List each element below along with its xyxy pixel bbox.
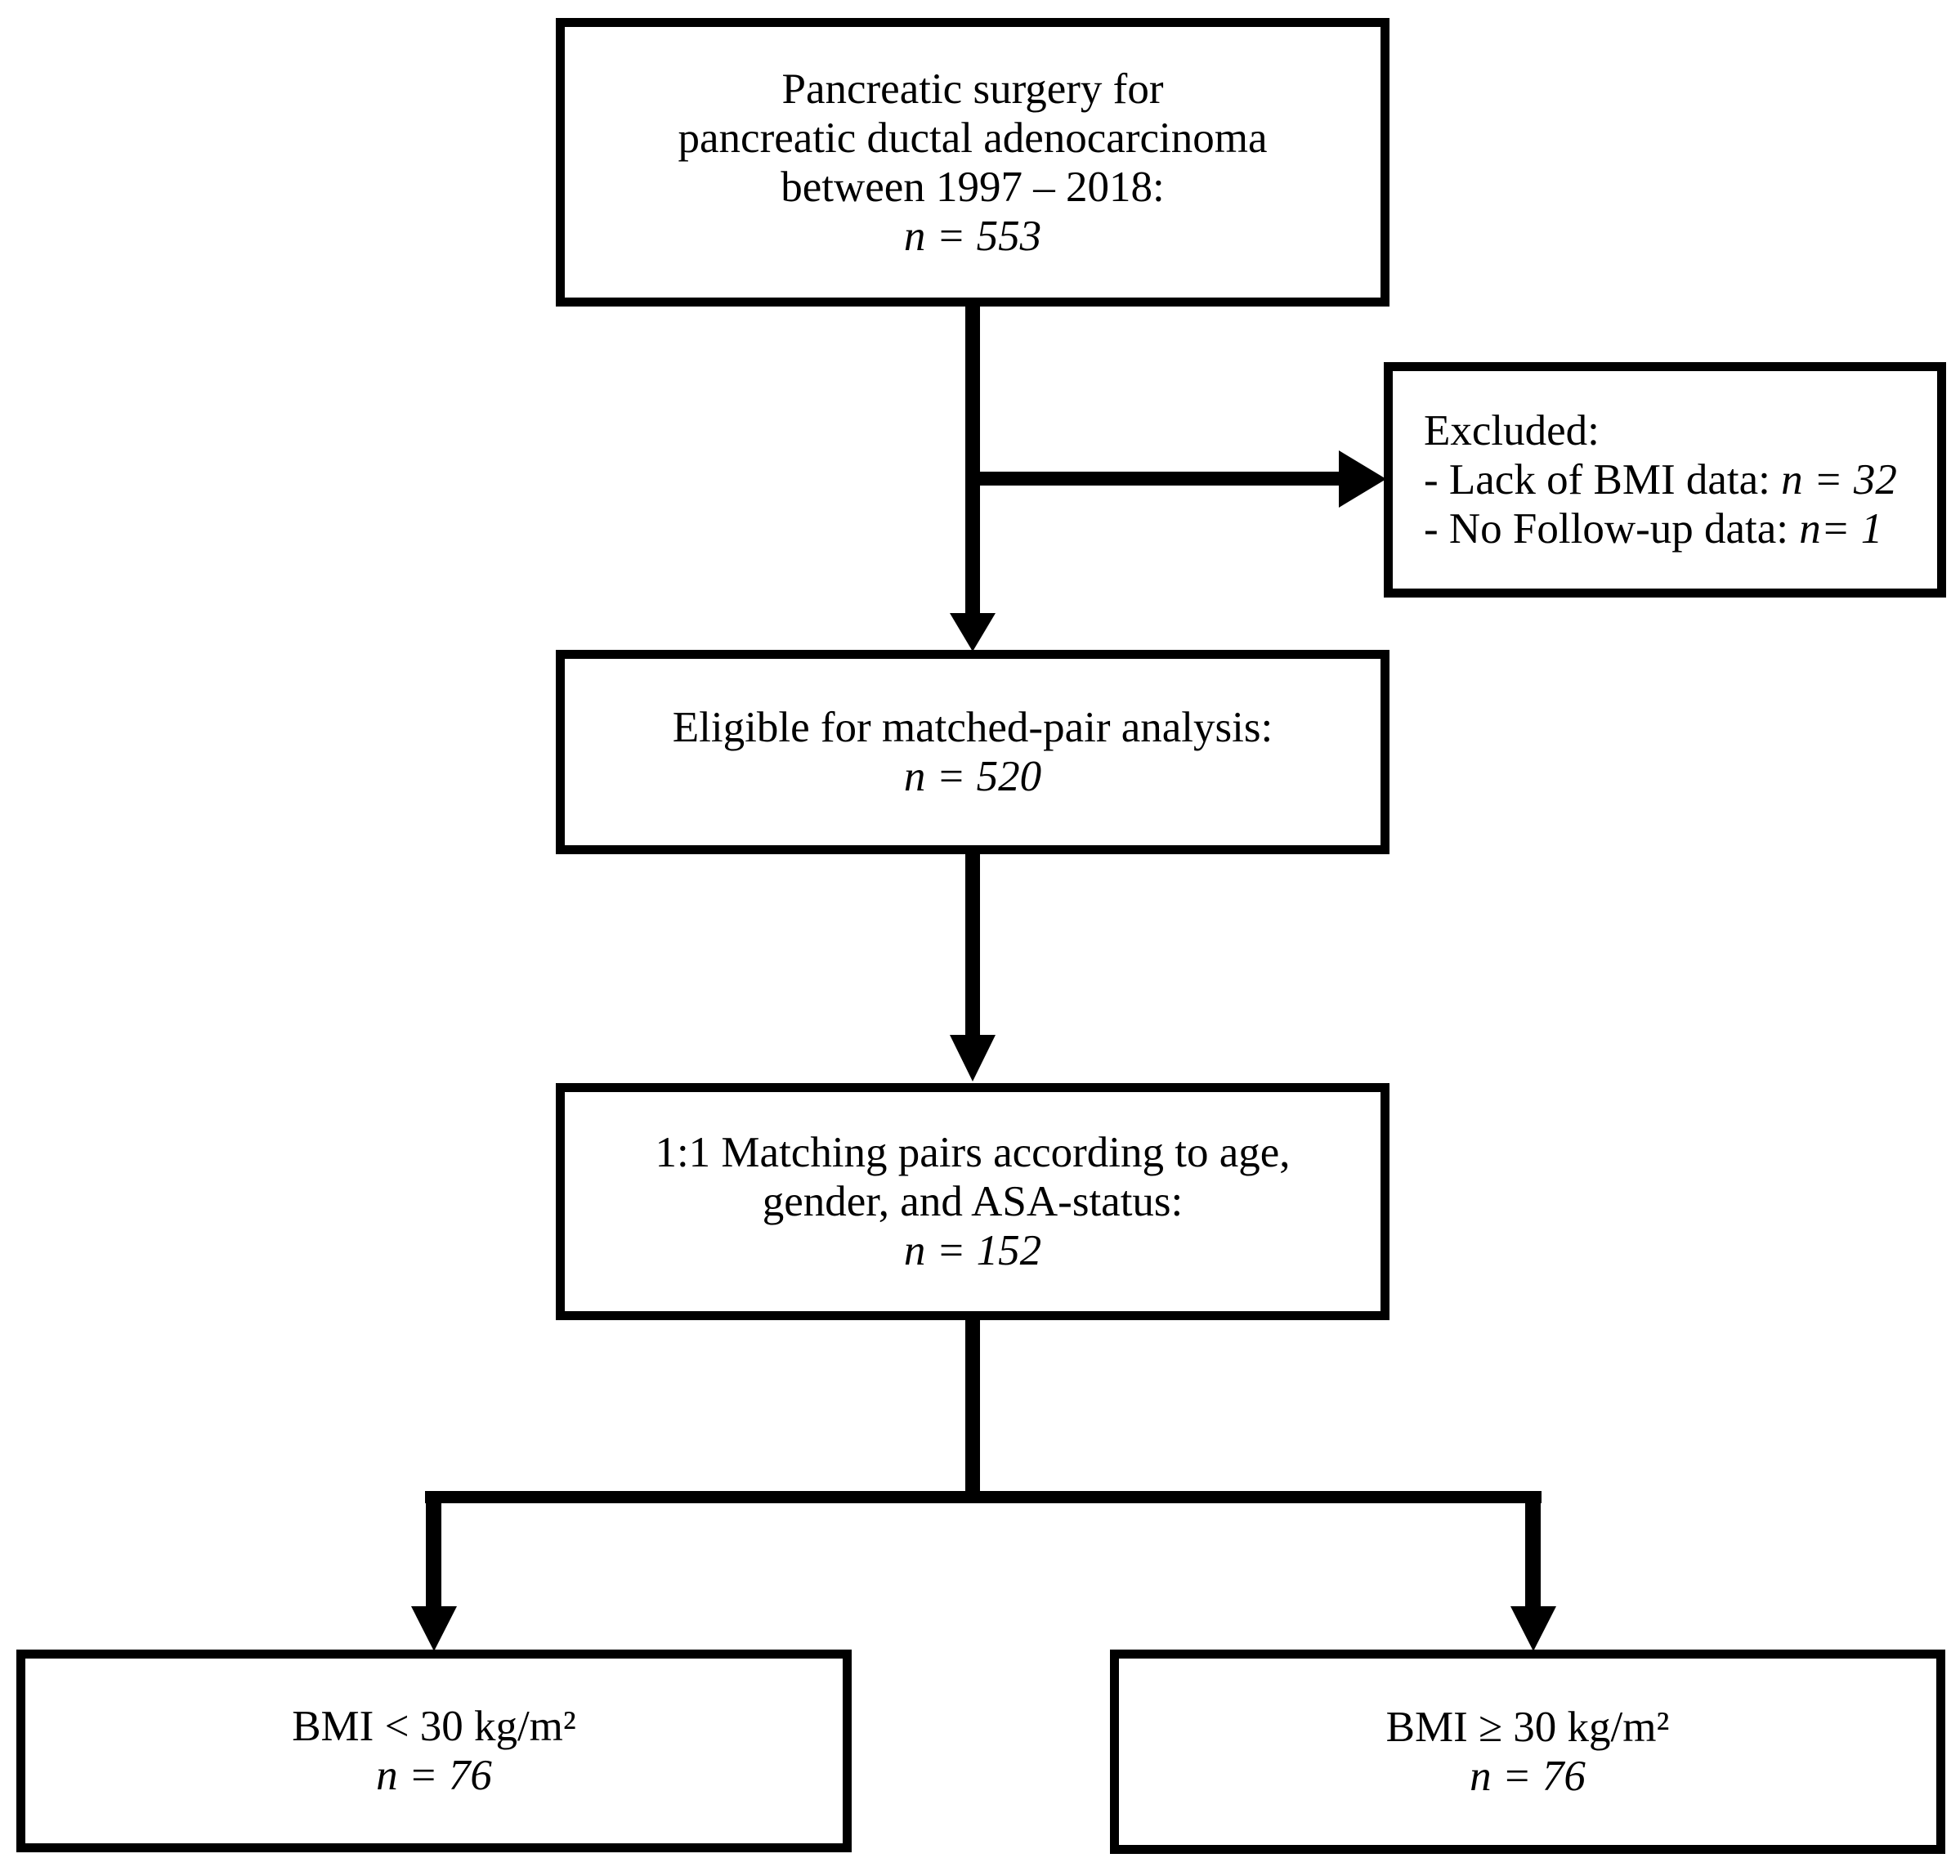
arrow-eligible-to-matching-head <box>950 1035 996 1081</box>
box-eligible-line-1: Eligible for matched-pair analysis: <box>672 704 1273 751</box>
box-matching-count: n = 152 <box>903 1227 1042 1274</box>
box-bmi-30-or-more: BMI ≥ 30 kg/m² n = 76 <box>1110 1650 1945 1854</box>
arrow-surgery-to-eligible-head <box>950 613 996 651</box>
arrow-branch-to-excluded-shaft <box>973 472 1340 486</box>
box-surgery-line-3: between 1997 – 2018: <box>781 163 1165 211</box>
box-bmi-below-30: BMI < 30 kg/m² n = 76 <box>16 1650 852 1852</box>
box-excluded-item-2: - No Follow-up data: n= 1 <box>1424 504 1882 553</box>
box-matching: 1:1 Matching pairs according to age, gen… <box>556 1083 1389 1320</box>
split-stem-shaft <box>965 1316 980 1498</box>
box-excluded-item-2-label: - No Follow-up data: <box>1424 505 1800 553</box>
box-bmi-30-or-more-line-1: BMI ≥ 30 kg/m² <box>1385 1704 1670 1751</box>
arrow-split-to-bmi-low-head <box>411 1606 457 1651</box>
box-surgery-count: n = 553 <box>903 212 1042 260</box>
arrow-eligible-to-matching-shaft <box>965 850 980 1042</box>
box-surgery-line-1: Pancreatic surgery for <box>781 65 1164 113</box>
box-surgery-line-2: pancreatic ductal adenocarcinoma <box>678 114 1268 162</box>
box-bmi-below-30-line-1: BMI < 30 kg/m² <box>292 1703 576 1750</box>
arrow-split-to-bmi-low-shaft <box>426 1491 441 1615</box>
box-excluded-title: Excluded: <box>1424 407 1600 454</box>
box-matching-line-2: gender, and ASA-status: <box>762 1178 1184 1225</box>
box-excluded: Excluded: - Lack of BMI data: n = 32 - N… <box>1384 362 1946 598</box>
box-excluded-item-2-count: n= 1 <box>1799 505 1883 553</box>
box-matching-line-1: 1:1 Matching pairs according to age, <box>655 1129 1291 1176</box>
box-eligible: Eligible for matched-pair analysis: n = … <box>556 650 1389 854</box>
box-bmi-30-or-more-count: n = 76 <box>1470 1753 1586 1800</box>
arrow-surgery-to-eligible-shaft <box>965 302 980 621</box>
arrow-split-to-bmi-high-shaft <box>1525 1491 1541 1615</box>
box-bmi-below-30-count: n = 76 <box>376 1752 492 1799</box>
box-eligible-count: n = 520 <box>903 753 1042 800</box>
box-excluded-item-1-count: n = 32 <box>1781 456 1897 504</box>
box-surgery-cohort: Pancreatic surgery for pancreatic ductal… <box>556 18 1389 307</box>
arrow-split-to-bmi-high-head <box>1510 1606 1556 1651</box>
box-excluded-item-1: - Lack of BMI data: n = 32 <box>1424 455 1897 504</box>
box-excluded-item-1-label: - Lack of BMI data: <box>1424 456 1782 504</box>
split-bar <box>425 1491 1542 1503</box>
arrow-branch-to-excluded-head <box>1339 450 1386 508</box>
